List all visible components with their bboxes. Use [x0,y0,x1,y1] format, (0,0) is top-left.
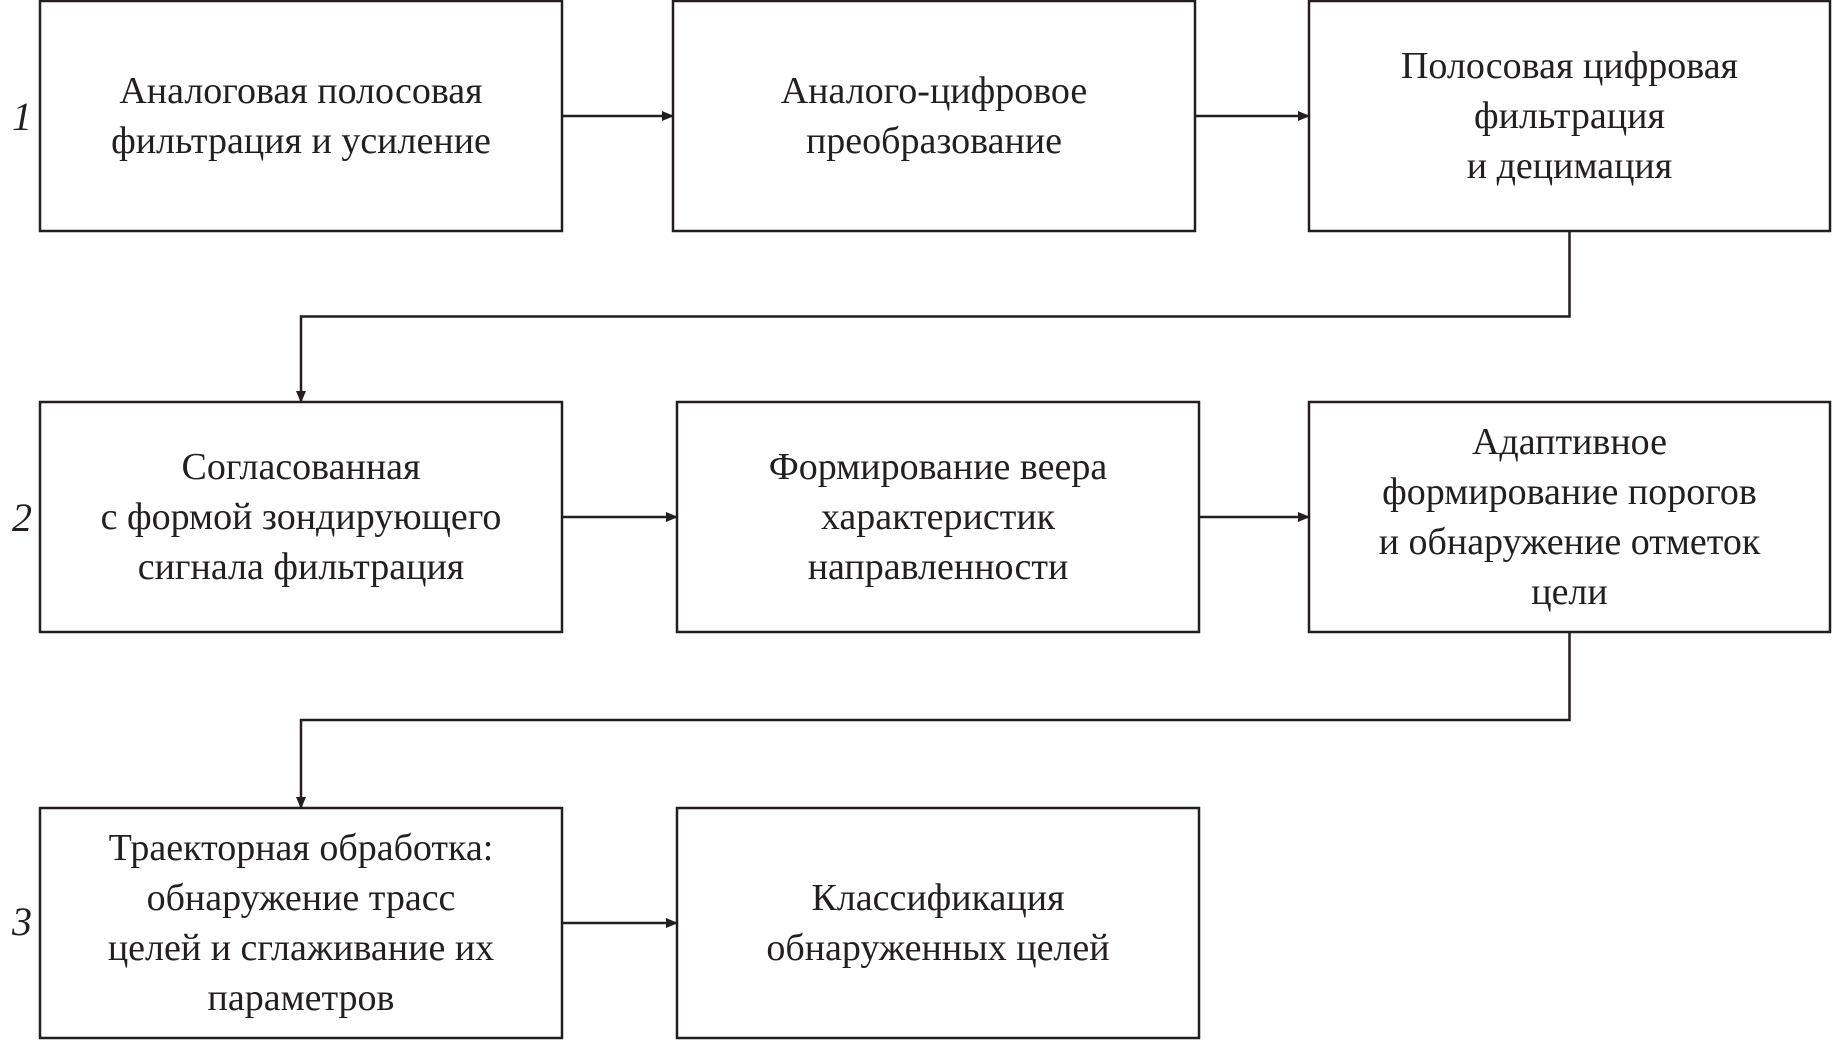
block-text-line: цели [1531,571,1608,613]
block-analog-bandpass: Аналоговая полосовая фильтрация и усилени… [38,0,564,233]
connectors [296,111,1571,928]
row-label: 2 [12,495,32,540]
block-digital-bandpass: Полосовая цифровая фильтрация и децимация [1307,0,1832,233]
block-text-line: с формой зондирующего [101,496,502,538]
blocks: Аналоговая полосовая фильтрация и усилени… [38,0,1832,1040]
arrow-digital-bandpass-to-matched-filter [296,231,1571,403]
block-text-line: и децимация [1467,145,1673,187]
block-text-line: целей и сглаживание их [108,927,494,969]
row-labels: 1 2 3 [11,94,32,944]
block-text-line: сигнала фильтрация [138,546,465,588]
block-text-line: Адаптивное [1472,421,1667,463]
block-text-line: фильтрация и усиление [111,120,491,162]
row-label: 3 [11,899,32,944]
block-text-line: обнаруженных целей [766,927,1109,969]
block-text-line: Аналоговая полосовая [119,70,482,112]
block-text-line: Аналого-цифровое [781,70,1088,112]
block-track-processing: Траекторная обработка: обнаружение трасс ц… [38,806,564,1040]
block-frame [1307,400,1832,634]
block-frame [38,806,564,1040]
block-text-line: Траекторная обработка: [109,827,494,869]
block-adaptive-threshold: Адаптивное формирование порогов и обнаруже… [1307,400,1832,634]
block-text-line: формирование порогов [1382,471,1757,513]
block-text-line: обнаружение трасс [147,877,456,919]
row-label: 1 [12,94,32,139]
block-text-line: Полосовая цифровая [1401,45,1738,87]
block-frame [38,0,564,233]
block-text-line: направленности [808,546,1069,588]
block-classification: Классификация обнаруженных целей [675,806,1201,1040]
block-beamforming: Формирование веера характеристик направлен… [675,400,1201,634]
arrow-adaptive-threshold-to-track-processing [296,632,1571,809]
block-frame [671,0,1197,233]
block-text-line: Классификация [811,877,1064,919]
block-frame [38,400,564,634]
block-text-line: Формирование веера [769,446,1108,488]
block-frame [1307,0,1832,233]
block-matched-filter: Согласованная с формой зондирующего сигнал… [38,400,564,634]
block-text-line: преобразование [806,120,1062,162]
block-text-line: и обнаружение отметок [1379,521,1761,563]
block-text-line: фильтрация [1474,95,1665,137]
block-frame [675,400,1201,634]
block-frame [675,806,1201,1040]
block-text-line: параметров [208,977,395,1019]
block-text-line: характеристик [821,496,1056,538]
block-text-line: Согласованная [181,446,420,488]
block-adc: Аналого-цифровое преобразование [671,0,1197,233]
